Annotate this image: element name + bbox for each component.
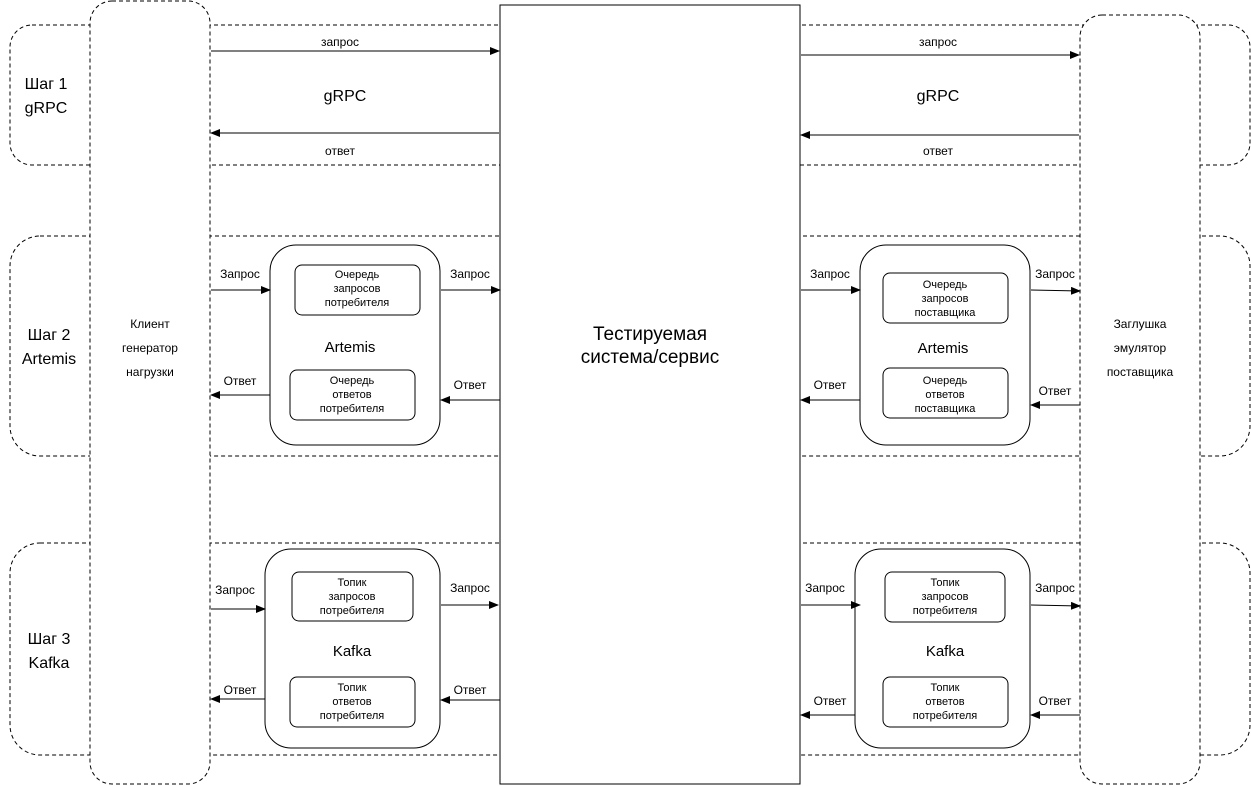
client-label-line1: Клиент xyxy=(130,317,170,331)
artemis-left-response-queue-line2: ответов xyxy=(332,389,371,401)
artemis-right-response-queue-line1: Очередь xyxy=(923,375,968,387)
stub-label-line1: Заглушка xyxy=(1114,317,1167,331)
kafka-right-response-topic-line2: ответов xyxy=(925,696,964,708)
artemis-right-response-queue-line3: поставщика xyxy=(915,403,977,415)
artemis-left-request-queue-line3: потребителя xyxy=(325,297,390,309)
artemis-left-request-queue-line1: Очередь xyxy=(335,269,380,281)
kafka-left-request-topic xyxy=(291,571,414,622)
kafka-right-sut-response-label: Ответ xyxy=(814,694,847,708)
artemis-left-response-queue-line3: потребителя xyxy=(320,403,385,415)
artemis-left-request-queue xyxy=(294,264,421,316)
kafka-left-request-topic-line3: потребителя xyxy=(320,605,385,617)
kafka-left-sut-response-label: Ответ xyxy=(454,683,487,697)
kafka-right-request-topic-line1: Топик xyxy=(931,577,960,589)
artemis-right-stub-request-label: Запрос xyxy=(1035,267,1075,281)
kafka-right-response-topic-line3: потребителя xyxy=(913,710,978,722)
artemis-left-client-response-label: Ответ xyxy=(224,374,257,388)
artemis-right-request-queue xyxy=(882,272,1009,324)
stub-emulator-column xyxy=(1079,14,1201,785)
grpc-left-response-label: ответ xyxy=(325,144,355,158)
artemis-left-sut-request-label: Запрос xyxy=(450,267,490,281)
kafka-left-response-topic xyxy=(289,676,416,728)
kafka-left-response-topic-line3: потребителя xyxy=(320,710,385,722)
sut-label-line2: система/сервис xyxy=(581,347,719,368)
artemis-left-response-queue-line1: Очередь xyxy=(330,375,375,387)
client-label-line2: генератор xyxy=(122,341,178,355)
kafka-left-client-response-label: Ответ xyxy=(224,683,257,697)
grpc-left-protocol-label: gRPC xyxy=(324,88,367,105)
kafka-left-client-request-label: Запрос xyxy=(215,583,255,597)
kafka-right-request-topic-line2: запросов xyxy=(922,591,969,603)
kafka-left-response-topic-line1: Топик xyxy=(338,682,367,694)
step1-title: Шаг 1 xyxy=(25,76,68,93)
step1-tech: gRPC xyxy=(25,100,68,117)
sut-label-line1: Тестируемая xyxy=(593,324,707,345)
grpc-right-response-label: ответ xyxy=(923,144,953,158)
kafka-right-response-topic xyxy=(882,676,1009,728)
artemis-left-request-queue-line2: запросов xyxy=(334,283,381,295)
kafka-right-sut-request-label: Запрос xyxy=(805,581,845,595)
artemis-right-request-queue-line2: запросов xyxy=(922,293,969,305)
step2-tech: Artemis xyxy=(22,351,76,368)
artemis-right-name: Artemis xyxy=(918,340,969,357)
artemis-right-sut-response-label: Ответ xyxy=(814,378,847,392)
client-label-line3: нагрузки xyxy=(126,365,174,379)
artemis-left-client-request-label: Запрос xyxy=(220,267,260,281)
artemis-left-sut-response-label: Ответ xyxy=(454,378,487,392)
kafka-left-request-topic-line1: Топик xyxy=(338,577,367,589)
grpc-left-request-label: запрос xyxy=(321,35,359,49)
artemis-right-response-queue xyxy=(882,367,1009,419)
kafka-right-stub-request-arrow xyxy=(1030,601,1081,610)
artemis-right-response-queue-line2: ответов xyxy=(925,389,964,401)
kafka-right-request-topic xyxy=(884,571,1006,623)
kafka-right-response-topic-line1: Топик xyxy=(931,682,960,694)
load-client-column xyxy=(89,0,211,785)
artemis-left-name: Artemis xyxy=(325,339,376,356)
artemis-right-request-queue-line3: поставщика xyxy=(915,307,977,319)
grpc-right-protocol-label: gRPC xyxy=(917,88,960,105)
stub-label-line2: эмулятор xyxy=(1114,341,1167,355)
grpc-right-request-label: запрос xyxy=(919,35,957,49)
artemis-right-sut-request-label: Запрос xyxy=(810,267,850,281)
kafka-right-stub-request-label: Запрос xyxy=(1035,581,1075,595)
system-under-test xyxy=(499,4,801,785)
artemis-left-response-queue xyxy=(289,369,416,421)
kafka-left-name: Kafka xyxy=(333,643,372,660)
step2-title: Шаг 2 xyxy=(28,327,71,344)
kafka-right-name: Kafka xyxy=(926,643,965,660)
artemis-right-stub-request-arrow xyxy=(1030,286,1081,295)
kafka-left-sut-request-label: Запрос xyxy=(450,581,490,595)
kafka-right-request-topic-line3: потребителя xyxy=(913,605,978,617)
artemis-right-request-queue-line1: Очередь xyxy=(923,279,968,291)
stub-label-line3: поставщика xyxy=(1107,365,1174,379)
kafka-right-stub-response-label: Ответ xyxy=(1039,694,1072,708)
kafka-left-request-topic-line2: запросов xyxy=(329,591,376,603)
step3-tech: Kafka xyxy=(29,655,70,672)
artemis-right-stub-response-label: Ответ xyxy=(1039,384,1072,398)
kafka-left-response-topic-line2: ответов xyxy=(332,696,371,708)
step3-title: Шаг 3 xyxy=(28,631,71,648)
